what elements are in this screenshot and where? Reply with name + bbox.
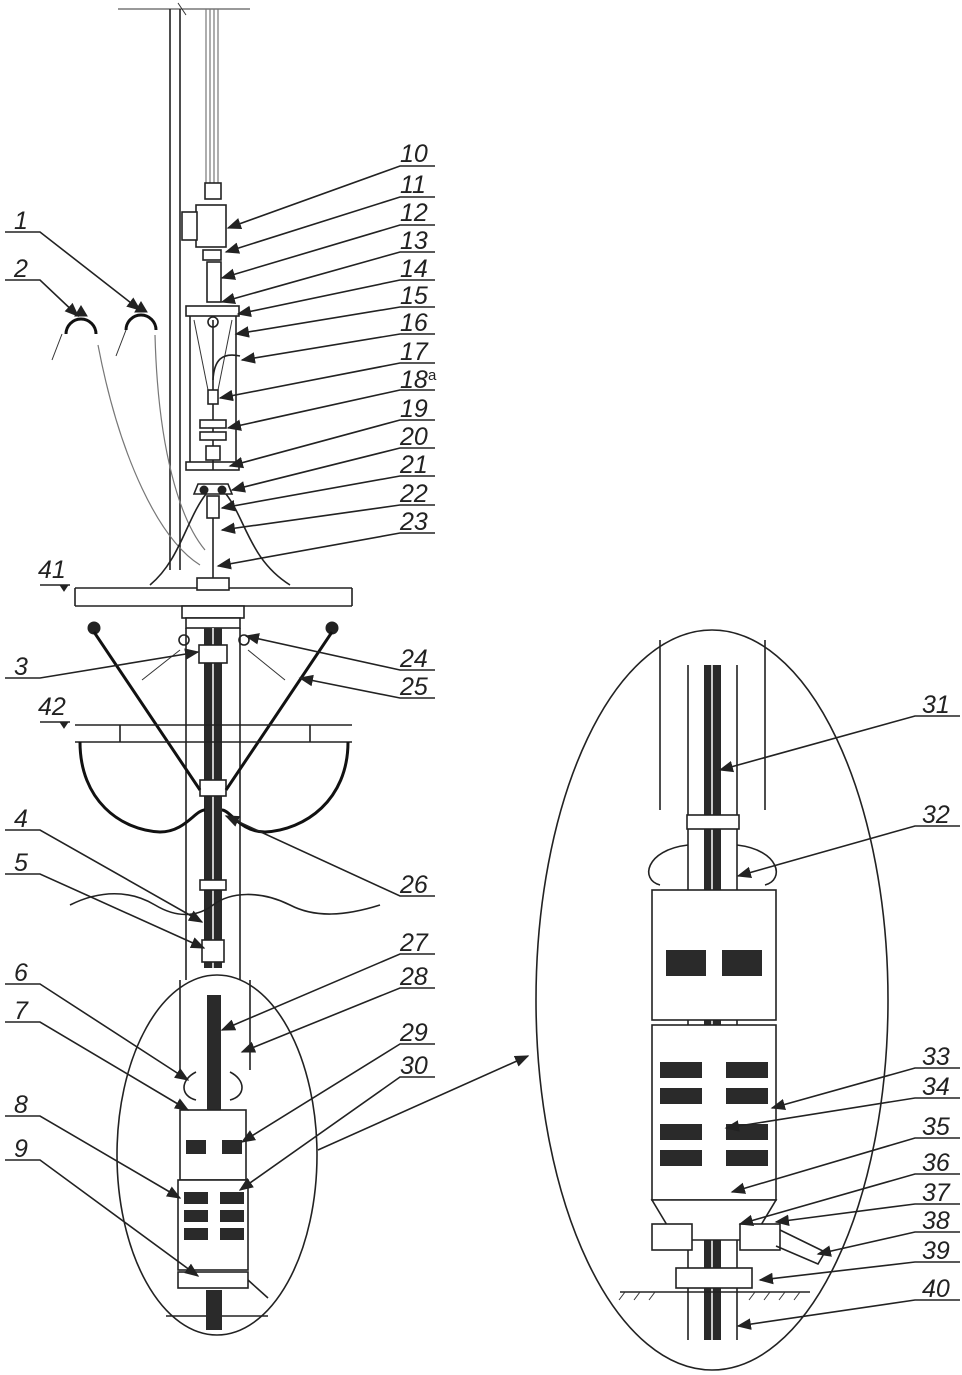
label-9: 9 (14, 1135, 28, 1163)
detail-view (317, 629, 889, 1371)
leader-lines (5, 165, 960, 1330)
label-5: 5 (14, 849, 28, 877)
label-40: 40 (922, 1275, 950, 1303)
label-21: 21 (399, 451, 428, 479)
label-17: 17 (400, 338, 429, 366)
label-39: 39 (922, 1237, 950, 1265)
label-2: 2 (13, 255, 28, 283)
label-12: 12 (400, 199, 428, 227)
label-14: 14 (400, 255, 428, 283)
part-labels: 10 11 12 13 14 15 16 17 18 a 19 20 21 22… (13, 140, 951, 1303)
label-6: 6 (14, 959, 28, 987)
label-13: 13 (400, 227, 428, 255)
label-4: 4 (14, 805, 28, 833)
label-32: 32 (922, 801, 950, 829)
label-35: 35 (922, 1113, 950, 1141)
label-29: 29 (399, 1019, 428, 1047)
label-8: 8 (14, 1091, 28, 1119)
label-42: 42 (38, 693, 66, 721)
label-15: 15 (400, 282, 428, 310)
label-18-suffix: a (428, 367, 437, 384)
label-23: 23 (399, 508, 428, 536)
label-38: 38 (922, 1207, 950, 1235)
label-1: 1 (14, 207, 28, 235)
hose-connections (51, 301, 291, 586)
label-10: 10 (400, 140, 428, 168)
label-3: 3 (14, 653, 28, 681)
label-19: 19 (400, 395, 428, 423)
label-27: 27 (399, 929, 429, 957)
label-11: 11 (400, 171, 426, 199)
label-34: 34 (922, 1073, 950, 1101)
mast (118, 2, 250, 570)
label-41: 41 (38, 556, 66, 584)
label-26: 26 (399, 871, 428, 899)
lower-assembly (116, 974, 318, 1336)
label-25: 25 (399, 673, 428, 701)
drill-string (92, 628, 334, 980)
label-31: 31 (922, 691, 950, 719)
label-20: 20 (399, 423, 428, 451)
platform-41 (74, 577, 353, 646)
label-18: 18 (400, 366, 428, 394)
label-37: 37 (922, 1179, 951, 1207)
label-22: 22 (399, 480, 428, 508)
label-36: 36 (922, 1149, 950, 1177)
label-7: 7 (14, 997, 29, 1025)
label-28: 28 (399, 963, 428, 991)
label-30: 30 (400, 1052, 428, 1080)
label-16: 16 (400, 309, 428, 337)
label-24: 24 (399, 645, 428, 673)
label-33: 33 (922, 1043, 950, 1071)
